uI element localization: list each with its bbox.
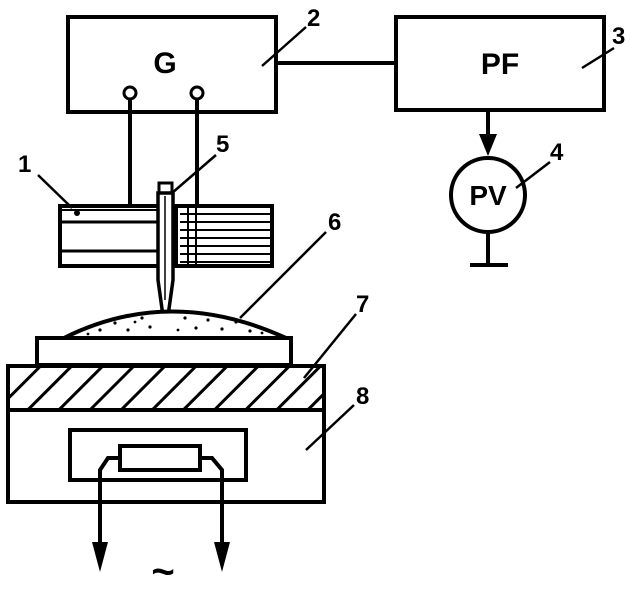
arrow-down-icon [479,134,497,156]
leader-3 [581,46,615,70]
generator-terminal-right [189,85,205,101]
heater-body [6,408,326,572]
callout-4: 4 [550,139,564,166]
callout-7: 7 [356,291,369,318]
callout-1: 1 [18,151,31,178]
transducer-housing [58,204,274,268]
leader-8 [305,404,355,451]
callout-8: 8 [356,383,369,410]
processor-label: PF [481,48,519,81]
arrow-down-icon [92,542,108,572]
meter-label: PV [469,180,507,211]
ac-symbol: ~ [151,550,174,591]
callout-2: 2 [307,5,320,32]
leader-2 [261,26,307,67]
leader-4 [515,161,551,189]
hatched-plate [6,364,326,412]
leader-5 [171,154,217,194]
probe-needle [156,181,175,318]
generator-label: G [153,47,176,80]
generator-block: G [66,15,278,114]
meter-pv: PV [449,156,527,267]
arrow-down-icon [214,542,230,572]
leader-6 [239,231,327,319]
powder-sample [63,309,287,340]
leader-7 [303,313,357,379]
leader-1 [37,174,73,209]
generator-terminal-left [122,85,138,101]
processor-block: PF [394,15,606,112]
heating-element [118,444,202,472]
callout-6: 6 [328,209,341,236]
sample-plate [35,336,293,367]
callout-5: 5 [216,131,229,158]
callout-3: 3 [612,23,625,50]
